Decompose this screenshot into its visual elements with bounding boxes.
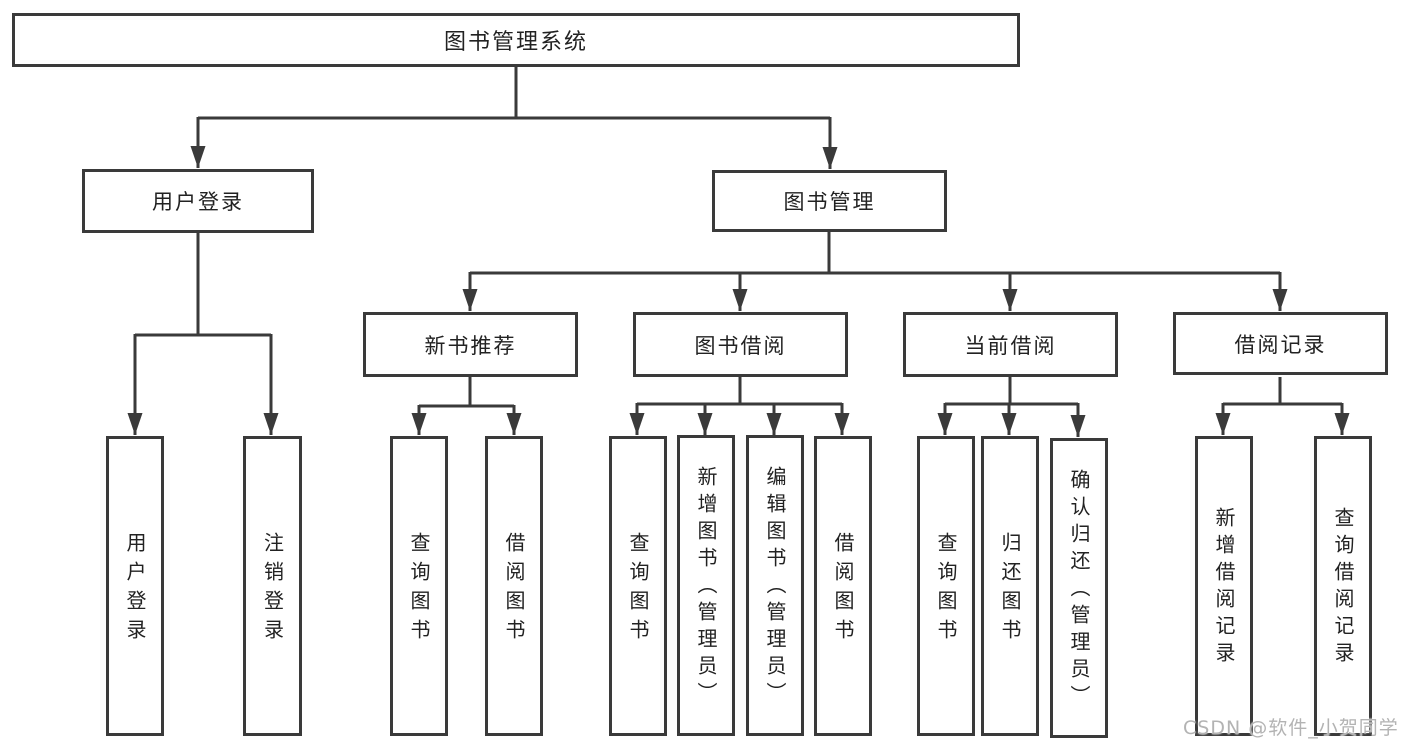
leaf-current-return-books: 归还图书	[981, 436, 1039, 736]
connector-borrow-to-leaves	[629, 377, 850, 435]
leaf-borrow-borrow-books: 借阅图书	[814, 436, 872, 736]
node-user-login: 用户登录	[82, 169, 314, 233]
node-current-borrowing: 当前借阅	[903, 312, 1118, 377]
node-new-book-recommend: 新书推荐	[363, 312, 578, 377]
leaf-user-login: 用户登录	[106, 436, 164, 736]
leaf-newbook-borrow-books: 借阅图书	[485, 436, 543, 736]
node-book-management: 图书管理	[712, 170, 947, 232]
connector-new-book-to-leaves	[411, 377, 522, 435]
leaf-current-confirm-return-admin: 确认归还（管理员）	[1050, 438, 1108, 738]
leaf-borrow-query-books: 查询图书	[609, 436, 667, 736]
connector-book-mgmt-to-level3	[462, 232, 1288, 311]
node-borrowing-records: 借阅记录	[1173, 312, 1388, 375]
leaf-borrow-edit-books-admin: 编辑图书（管理员）	[746, 435, 804, 736]
leaf-borrow-add-books-admin: 新增图书（管理员）	[677, 435, 735, 736]
connector-records-to-leaves	[1215, 377, 1350, 435]
connector-current-to-leaves	[937, 377, 1086, 437]
leaf-logout-login: 注销登录	[243, 436, 302, 736]
node-book-borrowing: 图书借阅	[633, 312, 848, 377]
leaf-current-query-books: 查询图书	[917, 436, 975, 736]
node-book-management-system: 图书管理系统	[12, 13, 1020, 67]
leaf-newbook-query-books: 查询图书	[390, 436, 448, 736]
leaf-records-add-borrow-record: 新增借阅记录	[1195, 436, 1253, 736]
connector-user-login-to-leaves	[127, 233, 279, 435]
leaf-records-query-borrow-record: 查询借阅记录	[1314, 436, 1372, 736]
csdn-watermark: CSDN @软件_小贺同学	[1183, 717, 1399, 739]
connector-root-to-level2	[190, 66, 838, 169]
